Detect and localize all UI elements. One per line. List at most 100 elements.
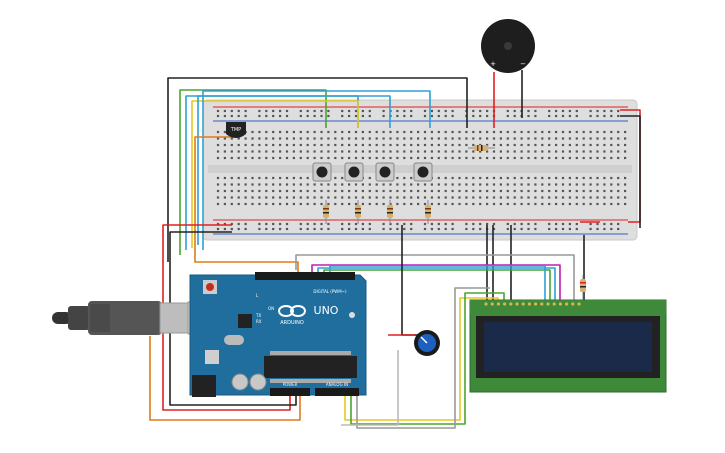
breadboard-hole bbox=[223, 183, 226, 186]
breadboard-hole bbox=[465, 156, 468, 160]
breadboard-hole bbox=[492, 150, 496, 153]
breadboard-hole bbox=[582, 176, 585, 180]
breadboard-hole bbox=[437, 137, 440, 140]
breadboard-hole bbox=[403, 114, 406, 118]
breadboard-hole bbox=[258, 137, 261, 140]
breadboard-hole bbox=[251, 156, 254, 160]
breadboard-hole bbox=[575, 156, 578, 160]
breadboard-hole bbox=[396, 114, 399, 118]
breadboard-hole bbox=[396, 150, 399, 153]
breadboard-hole bbox=[334, 150, 337, 153]
breadboard-hole bbox=[306, 137, 309, 140]
breadboard-hole bbox=[444, 176, 447, 180]
breadboard-hole bbox=[285, 114, 289, 118]
breadboard-hole bbox=[506, 143, 509, 147]
breadboard-hole bbox=[527, 176, 530, 180]
breadboard-hole bbox=[292, 156, 295, 160]
breadboard-hole bbox=[499, 143, 502, 147]
breadboard-hole bbox=[561, 143, 565, 147]
wire-blue-2 bbox=[197, 95, 391, 245]
lcd-pin bbox=[527, 302, 532, 306]
breadboard-hole bbox=[237, 150, 240, 153]
breadboard-hole bbox=[320, 202, 323, 206]
breadboard-hole bbox=[417, 202, 420, 206]
breadboard-hole bbox=[541, 189, 544, 193]
breadboard-hole bbox=[534, 176, 537, 180]
breadboard-hole bbox=[465, 150, 468, 153]
breadboard-hole bbox=[237, 189, 240, 193]
breadboard-hole bbox=[610, 176, 613, 180]
breadboard-hole bbox=[265, 176, 268, 180]
breadboard-hole bbox=[506, 176, 509, 180]
breadboard-hole bbox=[320, 150, 323, 153]
breadboard-hole bbox=[492, 137, 496, 140]
breadboard-hole bbox=[410, 222, 413, 226]
breadboard-hole bbox=[306, 176, 309, 180]
breadboard-hole bbox=[216, 196, 220, 199]
breadboard-hole bbox=[237, 137, 240, 140]
breadboard-hole bbox=[272, 150, 275, 153]
breadboard-hole bbox=[237, 222, 240, 226]
breadboard-hole bbox=[458, 130, 461, 134]
breadboard-hole bbox=[596, 130, 599, 134]
breadboard-hole bbox=[348, 202, 351, 206]
breadboard-hole bbox=[472, 137, 475, 140]
breadboard-hole bbox=[417, 143, 420, 147]
breadboard-hole bbox=[548, 150, 551, 153]
breadboard-hole bbox=[306, 130, 309, 134]
breadboard-hole bbox=[472, 130, 475, 134]
breadboard-hole bbox=[465, 202, 468, 206]
breadboard-hole bbox=[589, 109, 592, 113]
breadboard-hole bbox=[341, 176, 344, 180]
breadboard-hole bbox=[582, 202, 585, 206]
digital-label: DIGITAL (PWM~) bbox=[313, 289, 347, 294]
breadboard-hole bbox=[265, 114, 268, 118]
wire-green-lcd bbox=[323, 269, 551, 300]
breadboard-hole bbox=[458, 189, 461, 193]
wire-orange-tmp bbox=[194, 136, 299, 272]
breadboard-hole bbox=[492, 130, 496, 134]
breadboard-hole bbox=[320, 183, 323, 186]
breadboard-hole bbox=[265, 202, 268, 206]
breadboard-hole bbox=[223, 227, 226, 231]
breadboard-hole bbox=[617, 156, 620, 160]
breadboard-hole bbox=[610, 222, 613, 226]
lcd-pin bbox=[490, 302, 494, 306]
breadboard-hole bbox=[499, 196, 502, 199]
breadboard-hole bbox=[561, 114, 565, 118]
breadboard-hole bbox=[230, 202, 233, 206]
breadboard-hole bbox=[403, 183, 406, 186]
wire-yellow-lcd bbox=[344, 297, 499, 421]
breadboard-hole bbox=[596, 189, 599, 193]
breadboard-hole bbox=[375, 196, 378, 199]
breadboard-hole bbox=[472, 156, 475, 160]
breadboard-hole bbox=[444, 109, 447, 113]
breadboard-hole bbox=[361, 202, 364, 206]
breadboard-hole bbox=[230, 109, 233, 113]
breadboard-hole bbox=[368, 109, 371, 113]
breadboard-hole bbox=[541, 183, 544, 186]
breadboard-hole bbox=[403, 130, 406, 134]
breadboard-hole bbox=[582, 156, 585, 160]
breadboard-hole bbox=[265, 189, 268, 193]
breadboard-hole bbox=[472, 183, 475, 186]
breadboard-hole bbox=[244, 189, 247, 193]
breadboard-hole bbox=[396, 156, 399, 160]
breadboard-hole bbox=[216, 130, 220, 134]
breadboard-hole bbox=[334, 183, 337, 186]
breadboard-hole bbox=[561, 222, 565, 226]
breadboard-hole bbox=[492, 196, 496, 199]
breadboard-hole bbox=[610, 109, 613, 113]
breadboard-hole bbox=[348, 137, 351, 140]
breadboard-hole bbox=[499, 189, 502, 193]
breadboard-hole bbox=[603, 114, 606, 118]
breadboard-hole bbox=[506, 114, 509, 118]
breadboard-hole bbox=[382, 143, 385, 147]
breadboard-hole bbox=[617, 222, 620, 226]
breadboard-hole bbox=[396, 227, 399, 231]
breadboard-hole bbox=[361, 150, 364, 153]
breadboard-hole bbox=[486, 176, 489, 180]
breadboard-hole bbox=[575, 183, 578, 186]
breadboard-hole bbox=[272, 222, 275, 226]
